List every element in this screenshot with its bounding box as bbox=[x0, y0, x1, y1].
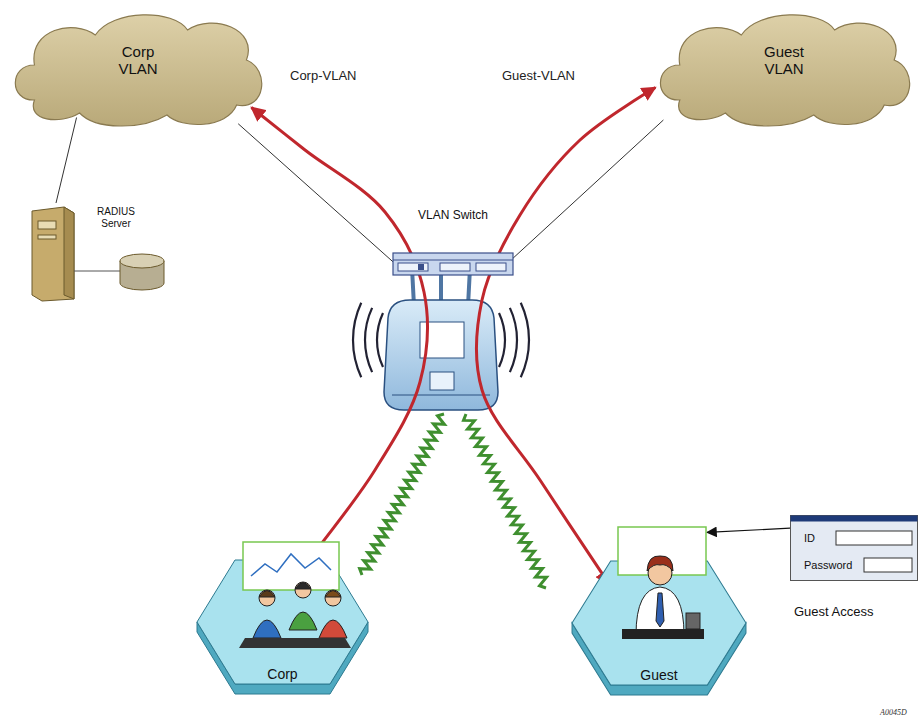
client-group: Guest bbox=[570, 525, 748, 710]
vlan-switch-text: VLAN Switch bbox=[388, 209, 518, 223]
radius-server-outline bbox=[28, 203, 168, 303]
login-window-text: Guest Access bbox=[794, 605, 918, 620]
client-group: Corp bbox=[195, 540, 370, 700]
link-line bbox=[509, 120, 664, 262]
figure-id: A0045D bbox=[880, 708, 907, 717]
edge-label: Guest-VLAN bbox=[502, 68, 575, 83]
wireless-links bbox=[360, 414, 547, 588]
vlan-cloud: Guest VLAN bbox=[650, 5, 918, 130]
vlan-cloud-text: Corp VLAN bbox=[102, 43, 174, 78]
radius-server-text: RADIUS Server bbox=[90, 206, 142, 229]
radius-server: RADIUS Server bbox=[28, 203, 168, 303]
link-line bbox=[238, 124, 393, 262]
login-window-outline bbox=[790, 515, 918, 581]
link-line bbox=[707, 528, 790, 532]
radio-waves bbox=[353, 303, 529, 377]
vlan-cloud-text: Guest VLAN bbox=[748, 43, 820, 78]
client-group-text: Guest bbox=[570, 667, 748, 683]
vlan-cloud: Corp VLAN bbox=[5, 5, 270, 130]
login-window-text: Password bbox=[804, 559, 860, 572]
login-window-text: ID bbox=[804, 532, 834, 545]
vlan-path bbox=[476, 88, 655, 585]
link-line bbox=[56, 118, 77, 204]
login-window: IDPasswordGuest Access bbox=[790, 515, 918, 581]
vlan-switch: VLAN Switch bbox=[388, 205, 518, 280]
edge-label: Corp-VLAN bbox=[290, 68, 356, 83]
client-group-text: Corp bbox=[195, 666, 370, 682]
vlan-path bbox=[251, 108, 427, 565]
